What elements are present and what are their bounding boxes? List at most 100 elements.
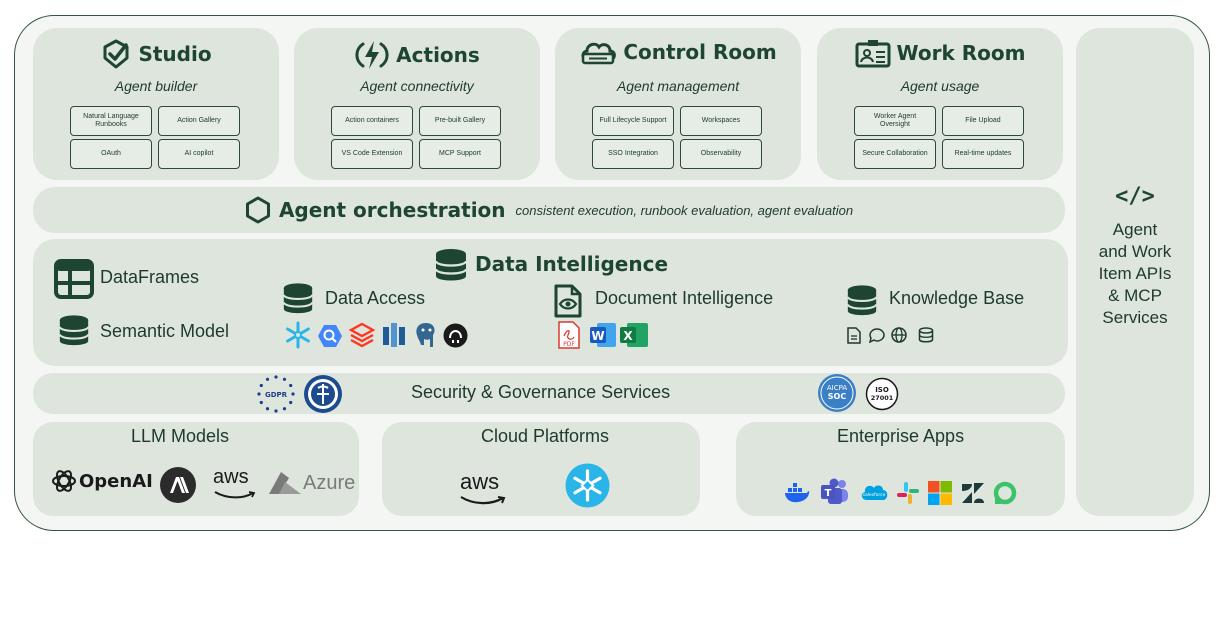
card-title: Work Room	[896, 41, 1026, 65]
semantic-model-label: Semantic Model	[100, 321, 230, 341]
file-icon	[847, 327, 861, 344]
enterprise-apps-panel: Enterprise Apps T salesforce	[736, 422, 1065, 516]
feature-box: Secure Collaboration	[854, 139, 936, 169]
database-icon	[434, 249, 468, 281]
card-control-room: Control Room Agent management Full Lifec…	[555, 28, 801, 180]
feature-box: Natural Language Runbooks	[70, 106, 152, 136]
dataframes-label: DataFrames	[100, 267, 200, 287]
feature-box: VS Code Extension	[331, 139, 413, 169]
databricks-icon	[349, 322, 375, 348]
apis-label: Agent and Work Item APIs & MCP Services	[1076, 219, 1194, 329]
small-database-icon	[918, 327, 934, 343]
database-icon	[282, 283, 314, 314]
azure-icon	[269, 472, 301, 494]
word-letter: W	[591, 329, 604, 343]
orchestration-title: Agent orchestration	[278, 198, 506, 222]
data-intelligence-panel: Data Intelligence DataFrames Semantic Mo…	[33, 239, 1068, 366]
aws-logo-text: aws	[460, 469, 500, 494]
studio-check-icon	[103, 39, 129, 69]
feature-box: Worker Agent Oversight	[854, 106, 936, 136]
enterprise-apps-title: Enterprise Apps	[837, 426, 965, 446]
security-bar: GDPR Security & Governance Services AICP…	[33, 373, 1065, 414]
database-icon	[58, 315, 90, 346]
cloud-server-icon	[581, 42, 617, 65]
aicpa-label: AICPA	[827, 384, 848, 392]
card-title: Studio	[138, 42, 212, 66]
aicpa-soc-icon: AICPA SOC	[818, 374, 856, 412]
salesforce-icon: salesforce	[861, 485, 888, 500]
hipaa-seal-icon	[304, 375, 342, 413]
database-icon	[846, 285, 878, 316]
id-badge-icon	[855, 40, 891, 68]
apis-line: & MCP	[1108, 286, 1162, 305]
cloud-platforms-title: Cloud Platforms	[481, 426, 610, 446]
card-title: Actions	[396, 43, 480, 67]
ring-icon	[993, 481, 1017, 505]
apis-line: Services	[1102, 308, 1168, 327]
table-grid-icon	[54, 259, 94, 299]
gdpr-badge-icon: GDPR	[257, 375, 295, 413]
snowflake-icon	[565, 463, 610, 508]
salesforce-label: salesforce	[863, 492, 886, 498]
feature-box: AI copilot	[158, 139, 240, 169]
card-subtitle: Agent management	[616, 78, 740, 94]
orchestration-bar: Agent orchestration consistent execution…	[33, 187, 1065, 233]
zendesk-icon	[962, 483, 984, 503]
bigquery-icon	[318, 325, 342, 347]
code-icon: </>	[1115, 184, 1155, 209]
llm-models-panel: LLM Models OpenAI aws Azure	[33, 422, 359, 516]
card-actions: Actions Agent connectivity Action contai…	[294, 28, 540, 180]
cloud-platforms-panel: Cloud Platforms aws	[382, 422, 700, 516]
postgres-icon	[416, 323, 435, 347]
document-intelligence-label: Document Intelligence	[595, 288, 774, 308]
apis-panel: </> Agent and Work Item APIs & MCP Servi…	[1076, 28, 1194, 516]
lightning-icon	[355, 41, 389, 69]
hexagon-icon	[245, 196, 270, 224]
data-intelligence-title: Data Intelligence	[475, 252, 669, 276]
aws-logo-text: aws	[213, 466, 249, 488]
docker-icon	[785, 483, 810, 503]
feature-box: Real-time updates	[942, 139, 1024, 169]
card-subtitle: Agent builder	[114, 78, 198, 94]
github-icon	[443, 323, 468, 348]
feature-box: Pre-built Gallery	[419, 106, 501, 136]
card-subtitle: Agent connectivity	[360, 78, 474, 94]
feature-box: Full Lifecycle Support	[592, 106, 674, 136]
apis-line: Item APIs	[1098, 264, 1172, 283]
orchestration-description: consistent execution, runbook evaluation…	[515, 202, 854, 218]
card-subtitle: Agent usage	[900, 78, 980, 94]
data-access-label: Data Access	[325, 288, 426, 308]
globe-icon	[891, 327, 907, 343]
feature-box: Action Gallery	[158, 106, 240, 136]
feature-box: Observability	[680, 139, 762, 169]
feature-box: OAuth	[70, 139, 152, 169]
apis-line: Agent	[1112, 220, 1158, 239]
openai-icon	[52, 470, 76, 492]
redshift-icon	[383, 323, 405, 347]
anthropic-icon	[160, 467, 196, 503]
aws-smile-icon	[460, 496, 506, 505]
iso-label: ISO	[875, 386, 889, 394]
pdf-icon: PDF	[558, 321, 580, 349]
aws-smile-icon	[214, 491, 256, 499]
card-work-room: Work Room Agent usage Worker Agent Overs…	[817, 28, 1063, 180]
chat-icon	[869, 328, 885, 343]
document-eye-icon	[554, 284, 582, 318]
security-title: Security & Governance Services	[411, 382, 671, 402]
iso-number: 27001	[871, 394, 894, 402]
feature-box: MCP Support	[419, 139, 501, 169]
microsoft-icon	[928, 481, 952, 505]
snowflake-icon	[286, 321, 310, 349]
llm-models-title: LLM Models	[131, 426, 230, 446]
pdf-label: PDF	[563, 341, 575, 348]
card-title: Control Room	[623, 40, 777, 64]
openai-logo-text: OpenAI	[79, 471, 153, 492]
soc-label: SOC	[828, 392, 847, 401]
slack-icon	[897, 482, 919, 504]
feature-box: File Upload	[942, 106, 1024, 136]
word-icon: W	[590, 323, 616, 347]
apis-line: and Work	[1098, 242, 1172, 261]
iso-badge-icon: ISO 27001	[865, 377, 899, 411]
teams-letter: T	[825, 488, 832, 499]
card-studio: Studio Agent builder Natural Language Ru…	[33, 28, 279, 180]
